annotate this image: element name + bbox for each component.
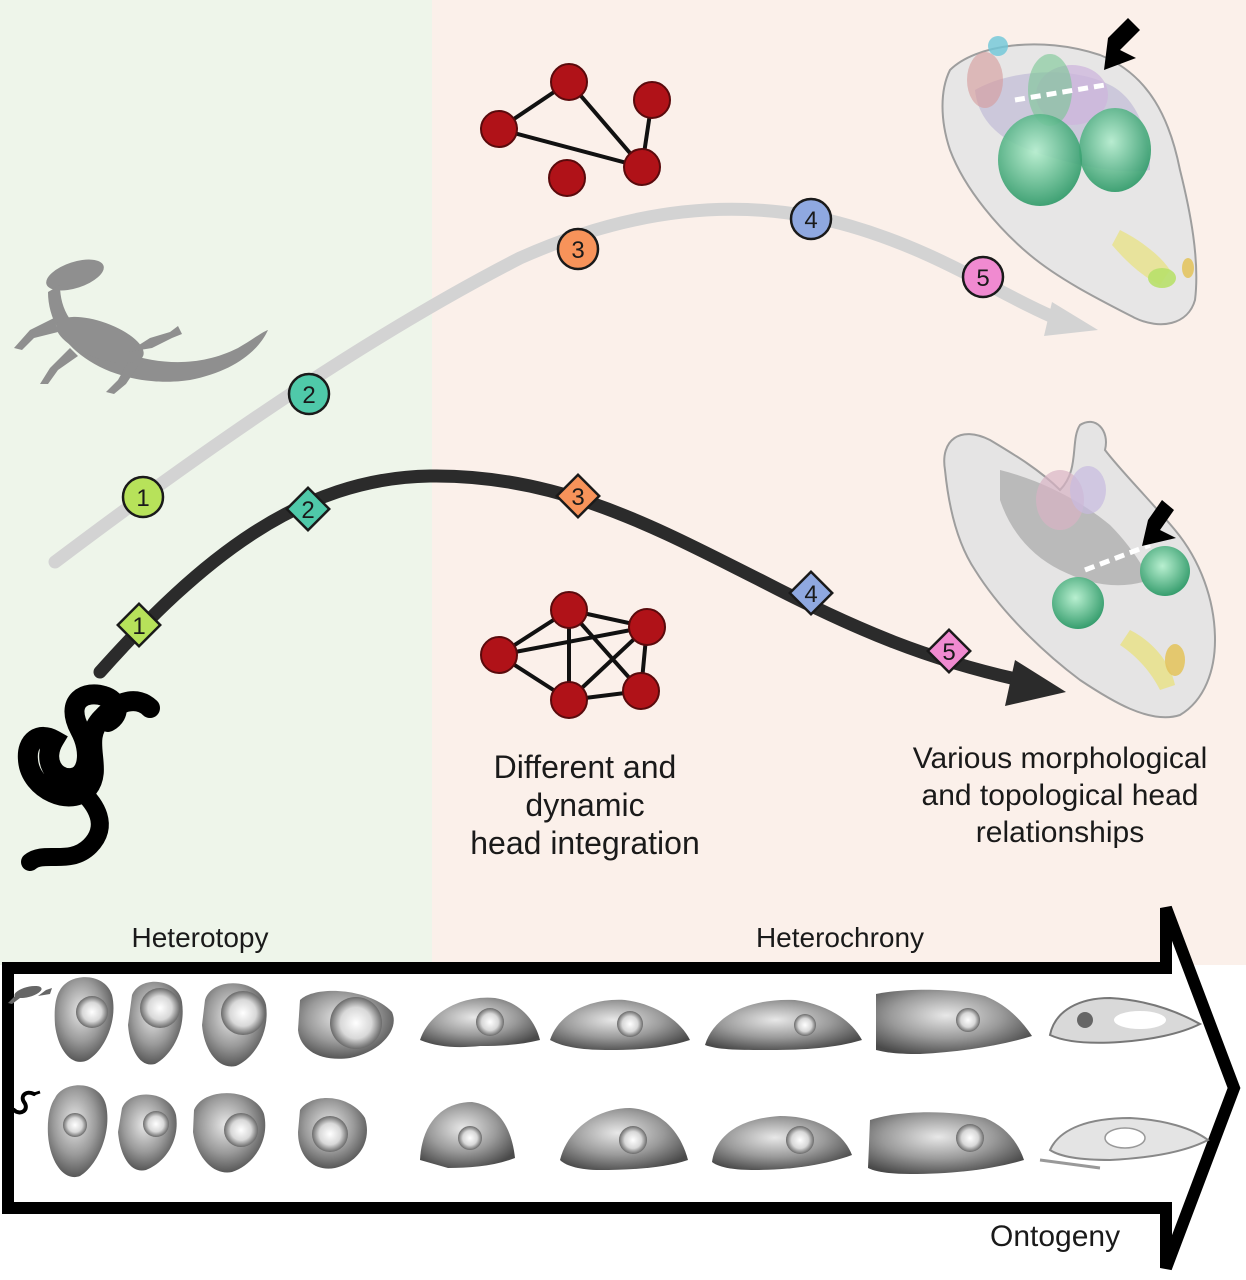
snake-embryo-7: [712, 1116, 852, 1170]
lizard-stage-3: 3: [556, 227, 600, 271]
snake-embryo-2: [118, 1094, 177, 1171]
morphology-label-line-1: Various morphological: [912, 742, 1208, 775]
lizard-trajectory-arrowhead: [1044, 302, 1098, 336]
black-arrow-icon: [1104, 18, 1140, 70]
heterochrony-label: Heterochrony: [755, 922, 925, 953]
snake-integration-network: [480, 591, 666, 719]
snake-row-icon: [12, 1090, 41, 1115]
lizard-embryo-5: [420, 997, 540, 1048]
snake-embryo-5: [420, 1102, 515, 1168]
lizard-embryo-series: [54, 977, 1203, 1067]
integration-label-line-2: dynamic: [525, 787, 645, 823]
svg-text:2: 2: [301, 497, 314, 524]
lizard-stage-2: 2: [287, 372, 331, 416]
svg-text:1: 1: [132, 613, 145, 640]
snake-stage-4: 4: [788, 570, 834, 616]
svg-text:4: 4: [804, 581, 817, 608]
lizard-skull-render: [941, 36, 1198, 326]
lizard-trajectory: [48, 202, 1067, 569]
lizard-silhouette-icon: [14, 259, 268, 394]
heterotopy-label: Heterotopy: [131, 922, 269, 953]
svg-text:4: 4: [804, 207, 817, 234]
snake-silhouette-icon: [17, 684, 160, 871]
lizard-embryo-2: [128, 981, 183, 1065]
lizard-embryo-4: [298, 990, 394, 1059]
snake-embryo-4: [298, 1098, 367, 1169]
svg-text:5: 5: [976, 265, 989, 292]
snake-stage-2: 2: [285, 486, 331, 532]
lizard-embryo-7: [705, 999, 862, 1050]
snake-stage-5: 5: [926, 628, 972, 674]
lizard-embryo-3: [202, 983, 267, 1067]
morphology-label-line-2: and topological head: [921, 779, 1199, 812]
snake-embryo-series: [47, 1085, 1210, 1178]
svg-text:1: 1: [136, 485, 149, 512]
morphology-label-line-3: relationships: [975, 816, 1145, 849]
snake-skull-render: [943, 420, 1217, 719]
snake-stage-3: 3: [555, 473, 601, 519]
integration-label-line-3: head integration: [470, 825, 700, 861]
snake-embryo-8: [868, 1112, 1024, 1174]
integration-label: Different and dynamic head integration: [440, 748, 730, 862]
snake-embryo-9: [1039, 1116, 1210, 1170]
svg-text:3: 3: [571, 484, 584, 511]
integration-label-line-1: Different and: [493, 749, 677, 785]
lizard-stage-1: 1: [121, 475, 165, 519]
snake-embryo-1: [47, 1085, 108, 1178]
lizard-embryo-1: [54, 977, 114, 1062]
lizard-row-icon: [8, 985, 52, 1004]
snake-stage-1: 1: [116, 602, 162, 648]
snake-trajectory-arrowhead: [1005, 660, 1066, 706]
lizard-stage-5: 5: [961, 255, 1005, 299]
svg-text:5: 5: [942, 639, 955, 666]
lizard-embryo-8: [876, 989, 1032, 1054]
lizard-embryo-9: [1048, 996, 1203, 1044]
svg-text:2: 2: [302, 382, 315, 409]
svg-text:3: 3: [571, 237, 584, 264]
lizard-stage-4: 4: [789, 197, 833, 241]
snake-embryo-6: [560, 1108, 688, 1170]
ontogeny-arrow: [2, 905, 1241, 1271]
ontogeny-label: Ontogeny: [990, 1220, 1121, 1253]
lizard-embryo-6: [550, 999, 690, 1050]
morphology-label: Various morphological and topological he…: [880, 740, 1240, 851]
lizard-integration-network: [480, 63, 671, 197]
snake-embryo-3: [193, 1093, 266, 1173]
black-arrow-icon: [1142, 500, 1176, 546]
